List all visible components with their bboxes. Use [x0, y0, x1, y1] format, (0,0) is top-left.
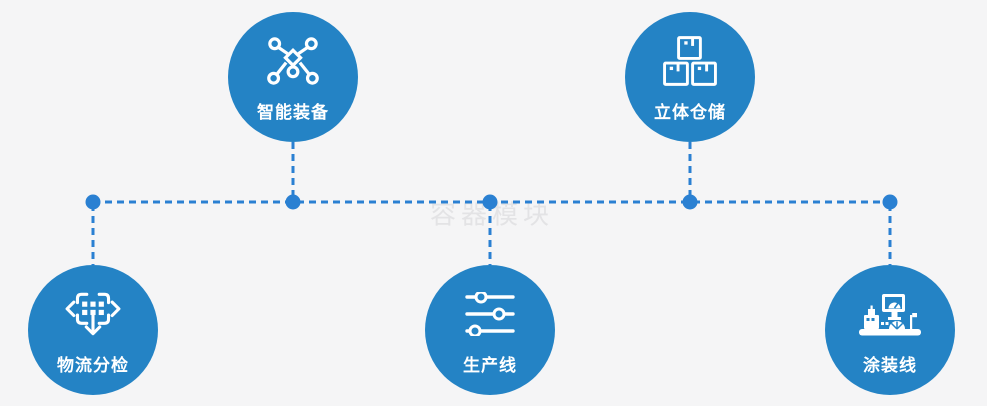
control-station-icon: [857, 284, 923, 344]
node-label: 涂装线: [863, 356, 917, 375]
node-painting-line: 涂装线: [825, 265, 955, 395]
junction-dot: [482, 194, 498, 210]
junction-dot: [882, 194, 898, 210]
network-nodes-icon: [265, 31, 321, 91]
sort-distribute-icon: [64, 284, 122, 344]
junction-dot: [85, 194, 101, 210]
node-production-line: 生产线: [425, 265, 555, 395]
node-label: 立体仓储: [654, 103, 726, 122]
node-label: 物流分检: [57, 356, 129, 375]
node-smart-equipment: 智能装备: [228, 12, 358, 142]
junction-dot: [285, 194, 301, 210]
sliders-icon: [465, 284, 515, 344]
node-logistics-sorting: 物流分检: [28, 265, 158, 395]
stacked-boxes-icon: [663, 31, 717, 91]
node-stereoscopic-warehouse: 立体仓储: [625, 12, 755, 142]
node-label: 智能装备: [257, 103, 329, 122]
junction-dot: [682, 194, 698, 210]
node-label: 生产线: [463, 356, 517, 375]
